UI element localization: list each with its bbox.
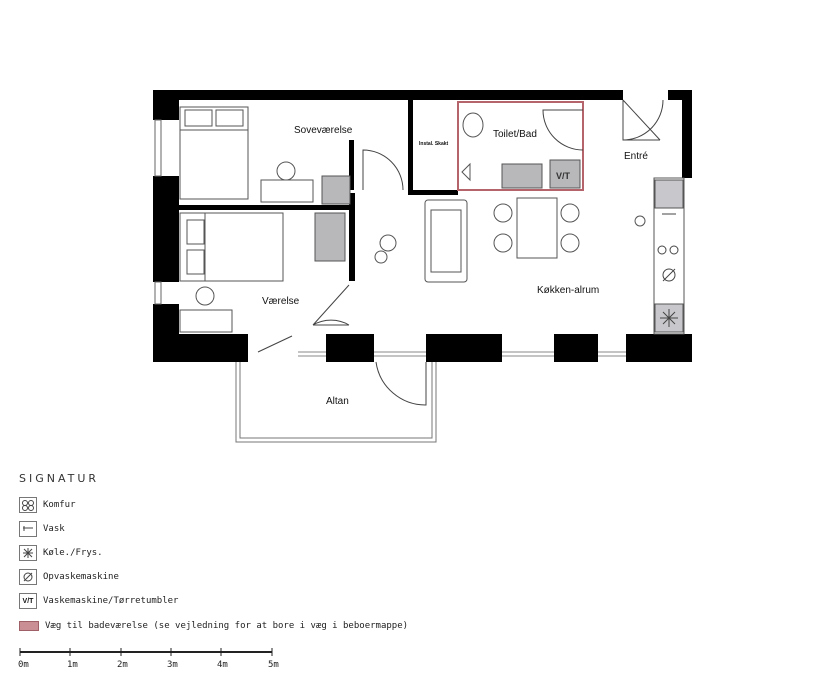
wall-swatch: [19, 621, 39, 631]
koele-frys-icon: [19, 545, 37, 561]
legend-title: SIGNATUR: [19, 472, 100, 485]
bottom-windows: [298, 351, 626, 357]
legend-label: Komfur: [43, 500, 76, 510]
legend-item-opvaskemaskine: Opvaskemaskine: [19, 568, 119, 586]
vask-icon: [19, 521, 37, 537]
label-sovevaerelse: Soveværelse: [294, 125, 353, 136]
scale-label-1: 1m: [67, 660, 78, 670]
legend-item-koele-frys: Køle./Frys.: [19, 544, 103, 562]
label-vaerelse: Værelse: [262, 296, 300, 307]
label-koekken-alrum: Køkken-alrum: [537, 285, 599, 296]
label-instal-skakt: Instal. Skakt: [419, 141, 449, 147]
floor-plan: Soveværelse Instal. Skakt Toilet/Bad Ent…: [153, 90, 692, 443]
scale-label-0: 0m: [18, 660, 29, 670]
bathroom-wall-outline: [457, 101, 584, 191]
komfur-icon: [19, 497, 37, 513]
doors: [257, 99, 664, 406]
left-windows: [154, 119, 162, 305]
furniture: [179, 106, 685, 335]
scale-label-3: 3m: [167, 660, 178, 670]
scale-label-2: 2m: [117, 660, 128, 670]
scale-label-4: 4m: [217, 660, 228, 670]
legend-item-komfur: Komfur: [19, 496, 76, 514]
legend-label: Vaskemaskine/Tørretumbler: [43, 596, 179, 606]
legend-item-vt: V/T Vaskemaskine/Tørretumbler: [19, 592, 178, 610]
kitchen-icons: [657, 213, 679, 327]
opvaskemaskine-icon: [19, 569, 37, 585]
label-entre: Entré: [624, 151, 648, 162]
vt-icon: V/T: [19, 593, 37, 609]
legend-label: Væg til badeværelse (se vejledning for a…: [45, 621, 409, 631]
label-vt: V/T: [556, 171, 571, 181]
legend-item-vask: Vask: [19, 520, 65, 538]
walls: [153, 90, 692, 362]
label-toilet-bad: Toilet/Bad: [493, 129, 537, 140]
legend-label: Vask: [43, 524, 65, 534]
legend-item-bathroom-wall: Væg til badeværelse (se vejledning for a…: [19, 617, 408, 635]
scale-bar: [19, 648, 273, 656]
scale-label-5: 5m: [268, 660, 279, 670]
legend-label: Køle./Frys.: [43, 548, 103, 558]
legend-label: Opvaskemaskine: [43, 572, 119, 582]
label-altan: Altan: [326, 396, 349, 407]
balcony: [235, 362, 437, 443]
